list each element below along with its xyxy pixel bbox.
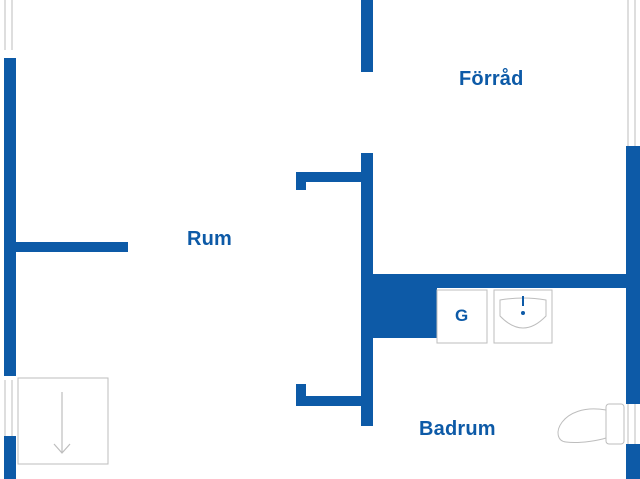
wall-center-vertical: [361, 153, 373, 426]
door-arrow-icon: [53, 392, 71, 454]
wall-top-stub: [361, 0, 373, 72]
toilet-icon: [557, 403, 625, 445]
room-label-rum: Rum: [187, 228, 233, 250]
washing-machine-label: G: [455, 306, 469, 325]
windows: [4, 0, 636, 444]
room-label-forrad: Förråd: [459, 68, 524, 90]
wall-left-lower: [4, 436, 16, 479]
sink-icon: [493, 289, 553, 344]
wall-left-upper: [4, 58, 16, 376]
door-jamb-lower-v: [296, 384, 306, 404]
door-jamb-lower-h: [296, 396, 361, 406]
washing-machine-icon: [436, 289, 488, 344]
walls: [4, 0, 640, 479]
entrance: [17, 377, 109, 465]
wall-right-lower: [626, 444, 640, 479]
door-jamb-upper-h: [296, 172, 361, 182]
wall-forrad-badrum: [373, 274, 640, 288]
room-label-badrum: Badrum: [419, 418, 496, 440]
wall-right-mid: [626, 146, 640, 404]
wall-rum-stub: [16, 242, 128, 252]
door-jamb-upper-v: [296, 172, 306, 190]
